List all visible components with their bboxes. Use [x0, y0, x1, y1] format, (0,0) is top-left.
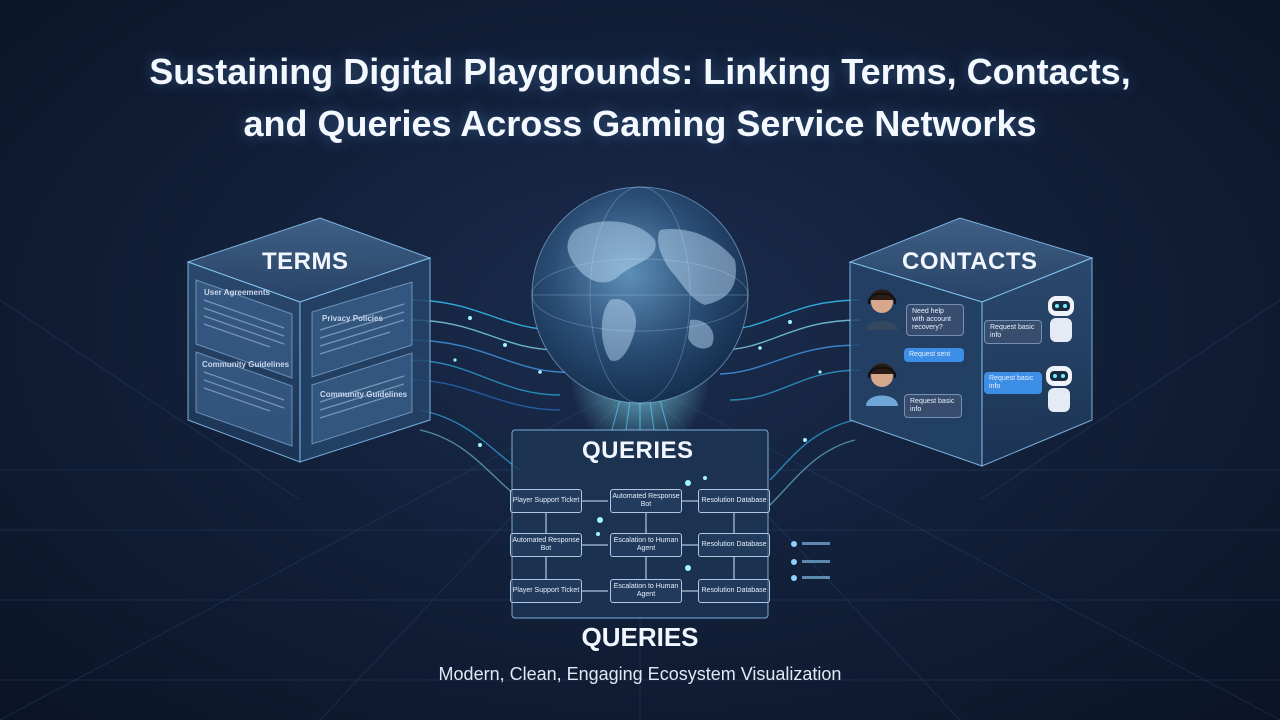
- flow-arrows: [545, 500, 735, 592]
- terms-cube: [186, 217, 432, 463]
- globe-icon: [531, 186, 749, 404]
- chat-bubble: Need help with account recovery?: [906, 304, 964, 336]
- subtitle: Modern, Clean, Engaging Ecosystem Visual…: [438, 664, 842, 684]
- chat-bubble: Request sent: [904, 348, 964, 362]
- flow-step: Escalation to Human Agent: [610, 579, 682, 603]
- terms-doc-title: User Agreements: [204, 288, 270, 297]
- flow-step: Automated Response Bot: [510, 533, 582, 557]
- support-agent-icon: [866, 289, 898, 330]
- robot-icon: [1048, 296, 1074, 342]
- page-title: Sustaining Digital Playgrounds: Linking …: [60, 46, 1220, 150]
- flow-step: Resolution Database: [698, 489, 770, 513]
- flow-step: Automated Response Bot: [610, 489, 682, 513]
- chat-bubble: Request basic info: [904, 394, 962, 418]
- chat-bubble: Request basic info: [984, 320, 1042, 344]
- chat-bubble: Request basic info: [984, 372, 1042, 394]
- flow-step: Resolution Database: [698, 579, 770, 603]
- flow-step: Player Support Ticket: [510, 489, 582, 513]
- flow-dots: [596, 476, 707, 571]
- terms-label: TERMS: [262, 248, 349, 275]
- terms-doc-title: Community Guidelines: [202, 360, 290, 369]
- contacts-label: CONTACTS: [902, 248, 1038, 275]
- queries-caption: QUERIES: [581, 622, 699, 652]
- terms-doc-title: Community Guidelines: [320, 390, 408, 399]
- flow-step: Escalation to Human Agent: [610, 533, 682, 557]
- stream-dots: [453, 316, 822, 447]
- flow-step: Resolution Database: [698, 533, 770, 557]
- side-list: [791, 541, 830, 581]
- title-line-1: Sustaining Digital Playgrounds: Linking …: [149, 51, 1131, 92]
- flow-step: Player Support Ticket: [510, 579, 582, 603]
- queries-panel-label: QUERIES: [582, 437, 694, 464]
- title-line-2: and Queries Across Gaming Service Networ…: [243, 103, 1037, 144]
- robot-icon: [1046, 366, 1072, 412]
- terms-doc-title: Privacy Policies: [322, 314, 383, 323]
- support-agent-icon: [866, 363, 898, 406]
